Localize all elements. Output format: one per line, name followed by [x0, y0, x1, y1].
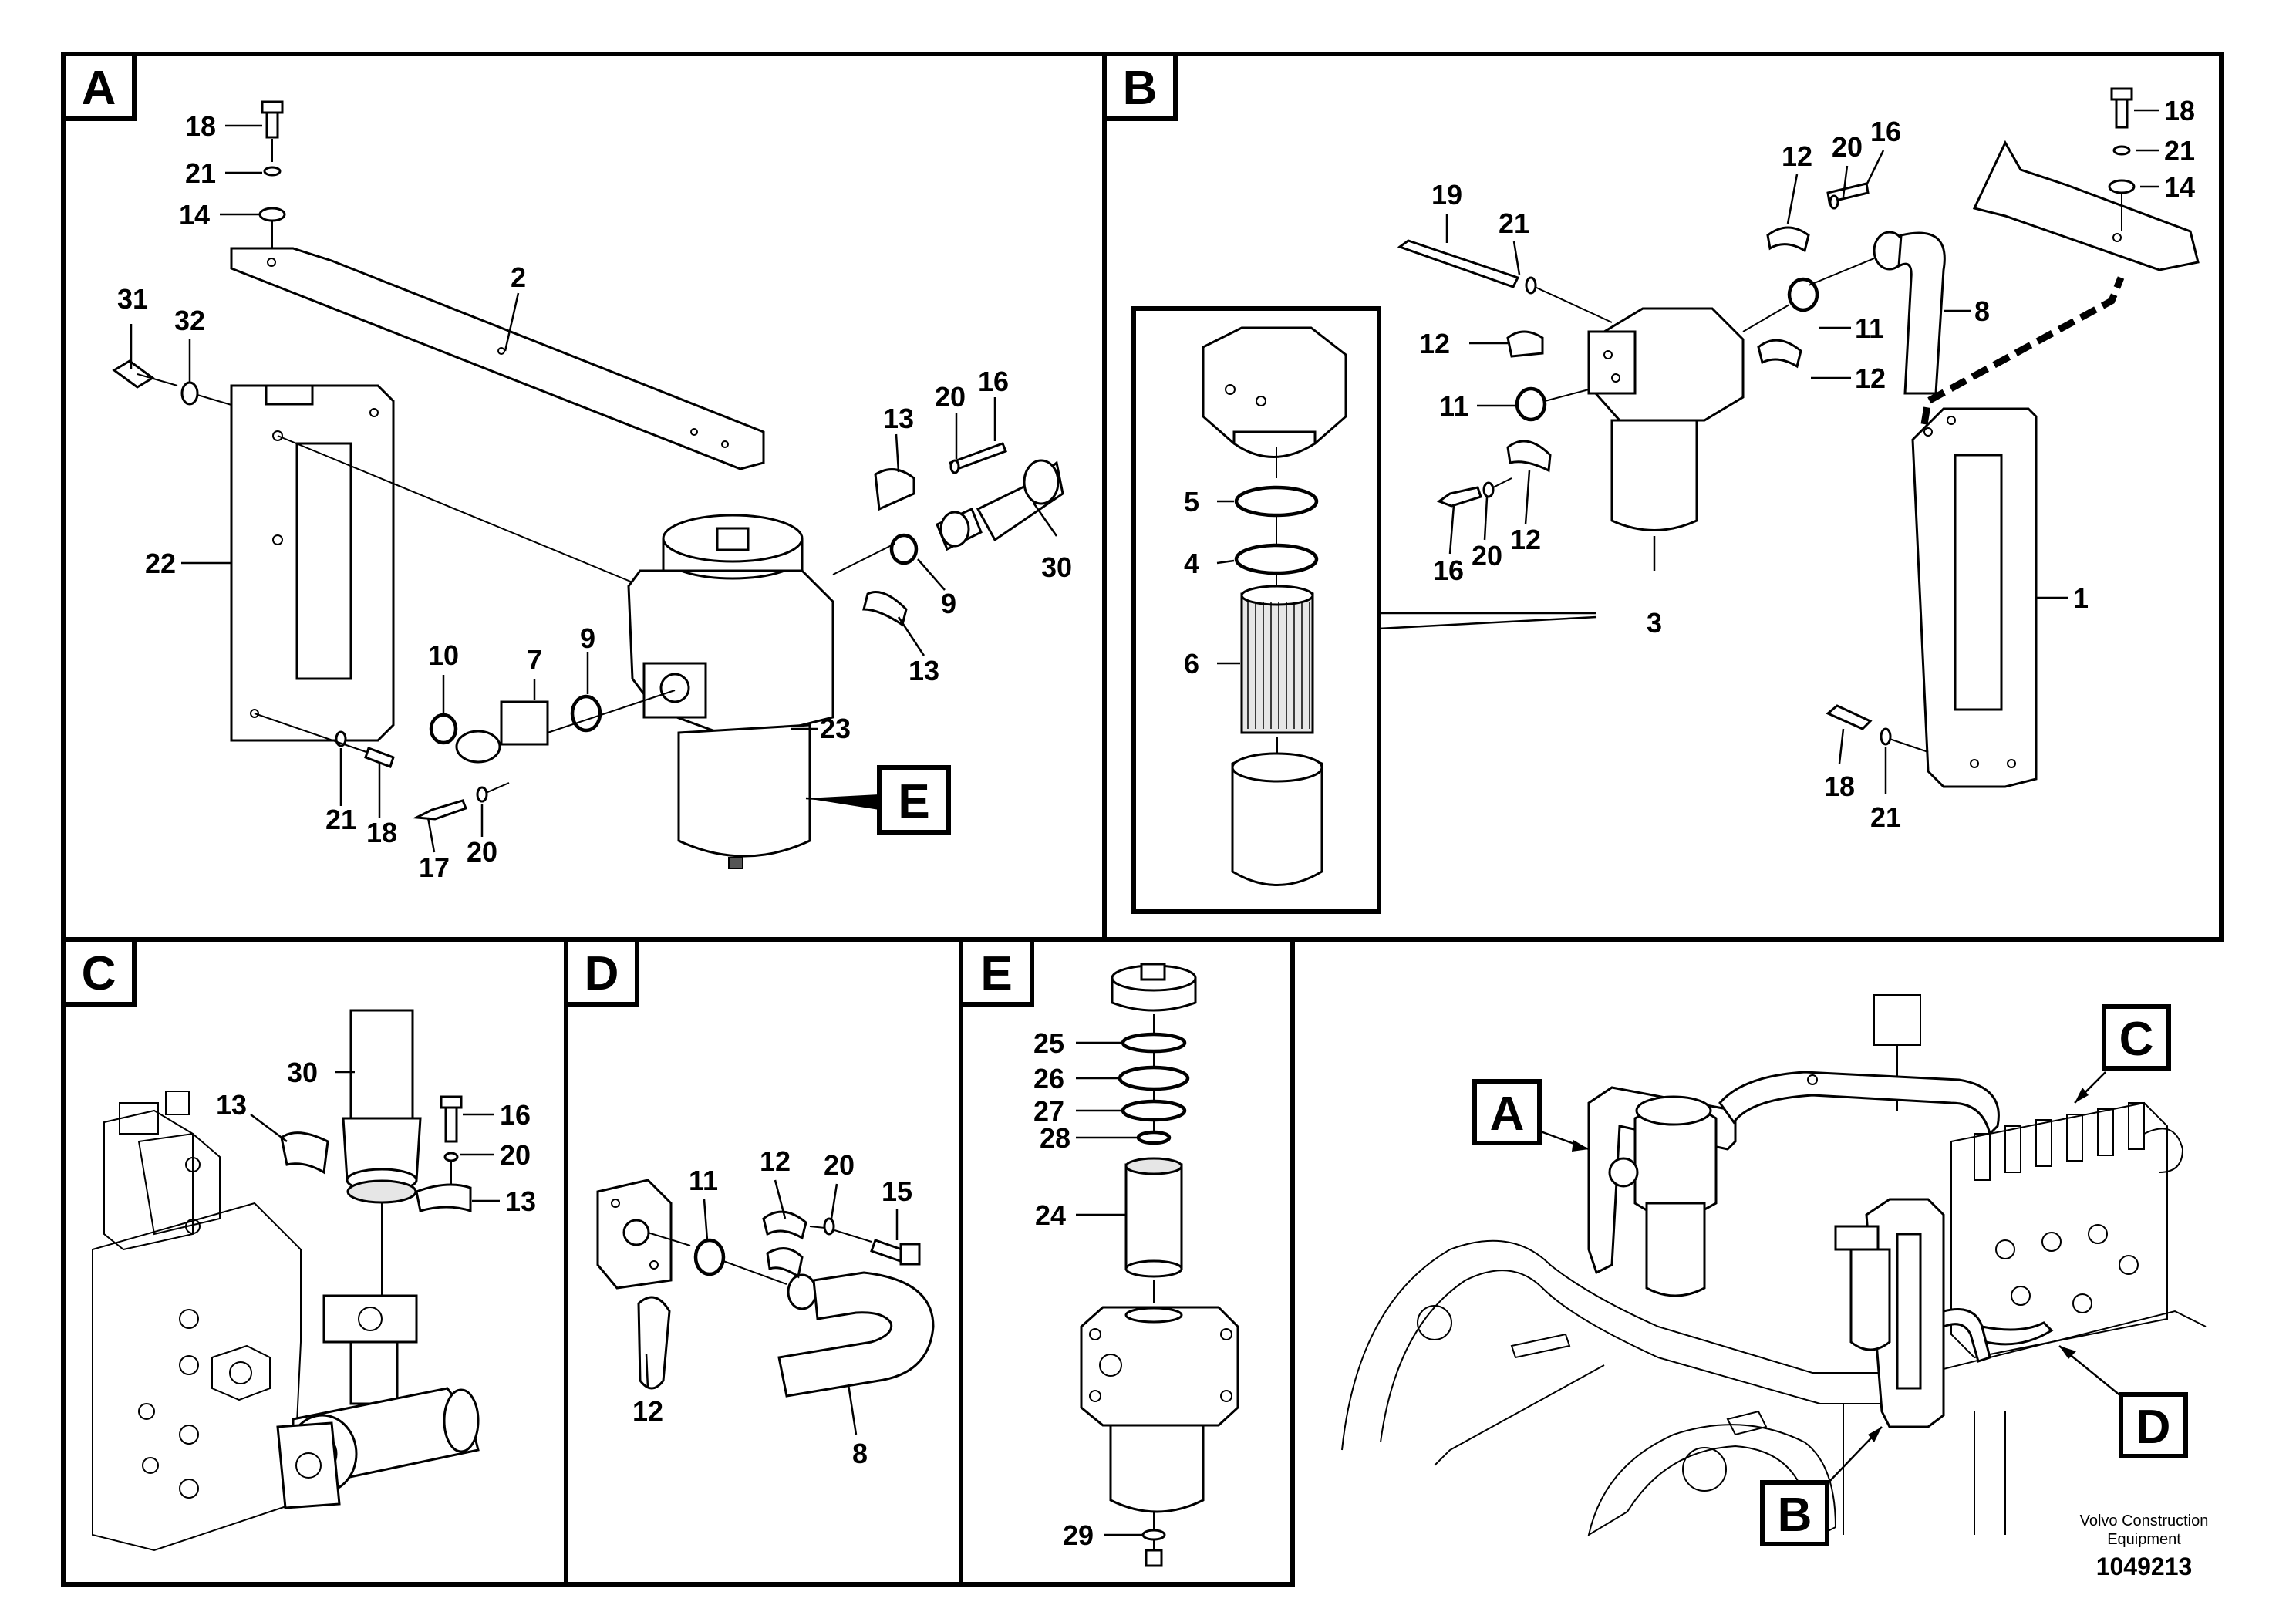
panel-b-label-12b: 12	[1419, 328, 1450, 359]
panel-b-label-21c: 21	[1870, 801, 1901, 833]
panel-e-label-25: 25	[1033, 1027, 1064, 1059]
panel-a-label-18: 18	[185, 110, 216, 142]
overview-callout-d-box	[2119, 1392, 2188, 1458]
panel-b-label-3: 3	[1647, 607, 1662, 639]
panel-a-label-30: 30	[1041, 551, 1072, 583]
panel-b-letter: B	[1123, 62, 1158, 115]
panel-b-label-4: 4	[1184, 548, 1199, 579]
panel-b-label-5: 5	[1184, 486, 1199, 518]
overview-callout-a: A	[1490, 1088, 1525, 1141]
panel-b-label-21: 21	[1499, 207, 1529, 239]
panel-a-label-20: 20	[935, 381, 966, 413]
overview-drawing: A C D B	[1341, 994, 2207, 1546]
panel-c-label-16: 16	[500, 1099, 531, 1131]
panel-e-tag: E	[959, 937, 1034, 1007]
panel-a-label-31: 31	[117, 283, 148, 315]
panel-c-drawing: 30 13 16 20 13	[92, 1009, 536, 1552]
panel-a-label-20b: 20	[467, 836, 497, 868]
panel-b-tag: B	[1102, 52, 1178, 121]
panel-b-label-16: 16	[1870, 116, 1901, 147]
panel-d-drawing: 12 11 20 15 12 8	[596, 1145, 935, 1469]
panel-d-label-15: 15	[882, 1175, 912, 1207]
panel-b-label-8: 8	[1974, 295, 1990, 327]
panel-a-label-7: 7	[527, 644, 542, 676]
panel-a-ref-box	[877, 765, 951, 835]
panel-b-label-18b: 18	[1824, 771, 1855, 802]
panel-a-label-21b: 21	[325, 804, 356, 835]
panel-a-label-13: 13	[883, 403, 914, 434]
panel-e-label-27: 27	[1033, 1095, 1064, 1127]
panel-e-label-26: 26	[1033, 1063, 1064, 1094]
overview-callout-a-box	[1472, 1079, 1542, 1145]
panel-a-label-17: 17	[419, 851, 450, 883]
panel-a-label-21: 21	[185, 157, 216, 189]
panel-d-label-11: 11	[689, 1165, 718, 1196]
panel-b-label-11b: 11	[1439, 390, 1468, 422]
panel-a-label-32: 32	[174, 305, 205, 336]
panel-e-drawing: 25 26 27 28 24 29	[1033, 963, 1239, 1567]
panel-a-label-9: 9	[941, 588, 956, 619]
panel-b-label-12: 12	[1782, 140, 1812, 172]
panel-e-label-24: 24	[1035, 1199, 1066, 1231]
panel-b-label-12d: 12	[1510, 524, 1541, 555]
panel-b-frame	[1102, 52, 2224, 942]
panel-b-label-20: 20	[1832, 131, 1863, 163]
panel-b-label-12c: 12	[1855, 363, 1886, 394]
panel-a-label-13b: 13	[909, 655, 939, 686]
panel-a-label-16: 16	[978, 366, 1009, 397]
panel-a-ref-letter: E	[898, 775, 929, 828]
panel-d-label-12b: 12	[632, 1395, 663, 1427]
panel-e-label-29: 29	[1063, 1519, 1094, 1551]
panel-d-label-20: 20	[824, 1149, 855, 1181]
overview-callout-d: D	[2136, 1401, 2171, 1454]
panel-b-label-19: 19	[1431, 179, 1462, 211]
footer: Volvo Construction Equipment 1049213	[2080, 1512, 2209, 1580]
panel-a-label-22: 22	[145, 548, 176, 579]
overview-callout-c-box	[2102, 1004, 2171, 1071]
panel-b-drawing: 19 21 12 20 16 18 21 14 8 11 12 12 11 12…	[1131, 87, 2200, 914]
panel-b-inset-frame	[1131, 306, 1381, 914]
panel-e-frame	[959, 937, 1295, 1587]
panel-c-label-13: 13	[216, 1089, 247, 1121]
panel-b-label-20b: 20	[1472, 540, 1502, 572]
panel-d-letter: D	[585, 947, 619, 1000]
overview-callout-c: C	[2119, 1013, 2154, 1066]
overview-callout-b-box	[1760, 1480, 1829, 1546]
panel-a-label-2: 2	[511, 261, 526, 293]
panel-b-label-14: 14	[2164, 171, 2195, 203]
panel-e-letter: E	[980, 947, 1012, 1000]
panel-c-label-20: 20	[500, 1139, 531, 1171]
panel-a-letter: A	[82, 62, 116, 115]
panel-b-label-21b: 21	[2164, 135, 2195, 167]
panel-a-label-18b: 18	[366, 817, 397, 848]
panel-d-label-12: 12	[760, 1145, 791, 1177]
panel-b-label-1: 1	[2073, 582, 2089, 614]
panel-c-label-13b: 13	[505, 1185, 536, 1217]
panel-b-label-18: 18	[2164, 95, 2195, 126]
panel-c-label-30: 30	[287, 1057, 318, 1088]
panel-c-tag: C	[61, 937, 137, 1007]
footer-code: 1049213	[2096, 1553, 2193, 1580]
panel-a-label-9b: 9	[580, 622, 595, 654]
panel-a-tag: A	[61, 52, 137, 121]
panel-a-drawing: E 18 21 14 2 31 32 22 13 20 16 30 9	[112, 100, 1072, 883]
footer-brand-line1: Volvo Construction	[2080, 1512, 2209, 1529]
panel-c-letter: C	[82, 947, 116, 1000]
panel-b-label-6: 6	[1184, 648, 1199, 679]
panel-a-label-23: 23	[820, 713, 851, 744]
panel-d-tag: D	[564, 937, 639, 1007]
panel-d-label-8: 8	[852, 1438, 868, 1469]
panel-a-label-10: 10	[428, 639, 459, 671]
panel-a-label-14: 14	[179, 199, 210, 231]
panel-b-label-16b: 16	[1433, 555, 1464, 586]
panel-b-label-11: 11	[1855, 312, 1884, 344]
overview-callout-b: B	[1778, 1489, 1812, 1542]
footer-brand-line2: Equipment	[2107, 1531, 2181, 1548]
panel-e-label-28: 28	[1040, 1122, 1070, 1154]
